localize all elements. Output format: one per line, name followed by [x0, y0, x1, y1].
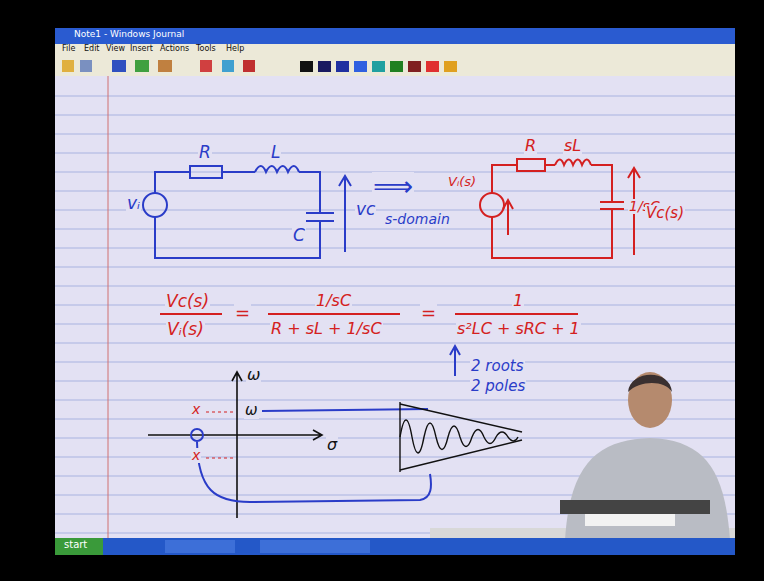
frequency-label: ω: [244, 402, 259, 419]
fraction-denominator: s²LC + sRC + 1: [456, 320, 581, 338]
menu-item: Edit: [84, 45, 100, 54]
equals-sign: =: [234, 303, 251, 323]
source-label: Vᵢ(s): [447, 175, 477, 189]
menu-item: Tools: [196, 45, 216, 54]
fraction-numerator: 1/sC: [315, 292, 352, 310]
rlc-circuit: [143, 166, 351, 258]
start-button: start: [64, 539, 87, 550]
annotation: 2 roots: [470, 358, 525, 375]
axis-label: ω: [246, 366, 261, 384]
annotation: 2 poles: [470, 378, 526, 395]
axis-label: σ: [326, 436, 338, 454]
domain-note: s-domain: [384, 212, 451, 227]
transfer-numerator: Vc(s): [165, 292, 210, 311]
menu-item: Help: [226, 45, 244, 54]
output-label: Vc(s): [645, 205, 685, 222]
pole-mark: x: [191, 448, 201, 463]
s-plane-axes: [148, 372, 322, 518]
pole-mark: x: [191, 402, 201, 417]
equals-sign: =: [420, 303, 437, 323]
window-title: Note1 - Windows Journal: [74, 30, 184, 40]
menu-item: Actions: [160, 45, 189, 54]
transform-arrow: ⟹: [372, 172, 414, 203]
menu-item: View: [106, 45, 125, 54]
damped-oscillation: [400, 402, 522, 472]
source-label: vᵢ: [126, 194, 141, 213]
s-domain-circuit: [480, 159, 640, 258]
lecturer-inset: [430, 372, 735, 555]
fraction-numerator: 1: [512, 292, 524, 310]
menu-item: File: [62, 45, 75, 54]
response-link: [197, 409, 431, 502]
menu-item: Insert: [130, 45, 153, 54]
resistor-label: R: [524, 137, 537, 155]
fraction-denominator: R + sL + 1/sC: [270, 320, 383, 338]
output-label: vc: [355, 200, 376, 219]
transfer-denominator: Vᵢ(s): [166, 320, 205, 339]
inductor-label: sL: [563, 137, 582, 155]
inductor-label: L: [270, 143, 281, 162]
resistor-label: R: [198, 143, 212, 162]
capacitor-label: C: [292, 226, 306, 245]
